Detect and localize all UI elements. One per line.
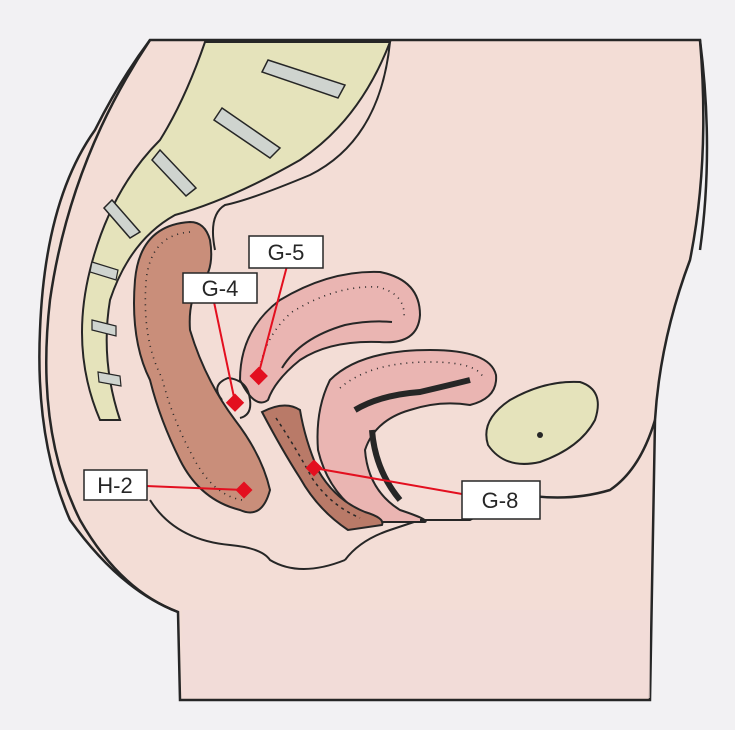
label-g4-text: G-4 bbox=[202, 276, 239, 301]
label-g8-text: G-8 bbox=[482, 488, 519, 513]
label-h2-text: H-2 bbox=[97, 473, 132, 498]
lower-body bbox=[182, 610, 650, 698]
label-g4: G-4 bbox=[183, 273, 257, 303]
label-g8: G-8 bbox=[462, 481, 540, 519]
label-g5-text: G-5 bbox=[268, 240, 305, 265]
label-g5: G-5 bbox=[249, 236, 323, 268]
pubic-bone-dot bbox=[537, 432, 543, 438]
label-h2: H-2 bbox=[84, 470, 147, 500]
